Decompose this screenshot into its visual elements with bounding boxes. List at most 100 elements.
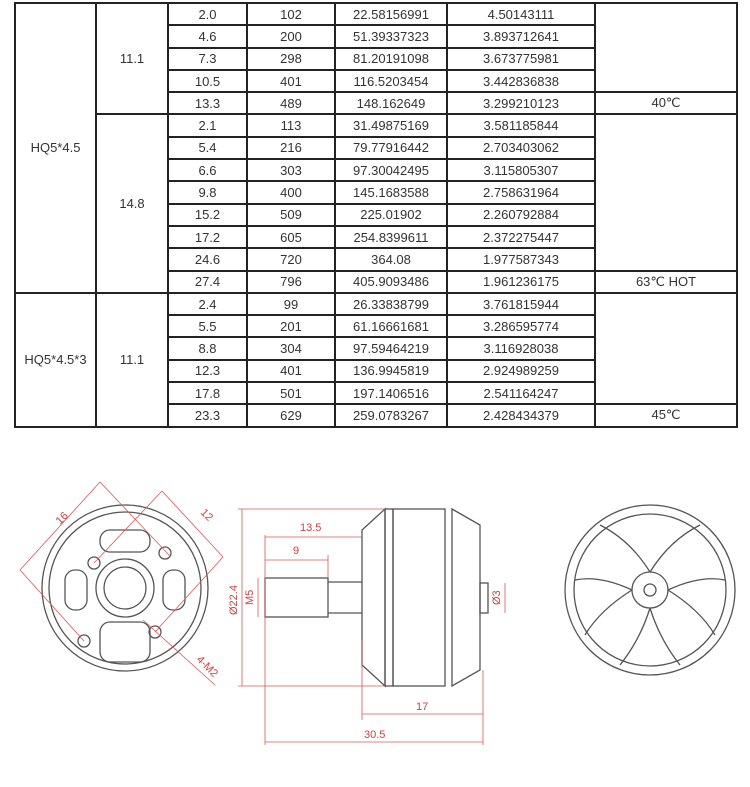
current-cell: 5.4 — [167, 135, 248, 161]
temperature-cell-empty — [594, 113, 738, 272]
current-cell: 9.8 — [167, 180, 248, 205]
power-cell: 405.9093486 — [334, 269, 448, 294]
power-cell: 259.0783267 — [334, 403, 448, 428]
power-cell: 136.9945819 — [334, 358, 448, 384]
efficiency-cell: 2.541164247 — [446, 381, 596, 406]
current-cell: 10.5 — [167, 68, 248, 94]
current-cell: 17.8 — [167, 381, 248, 406]
thrust-cell: 509 — [246, 202, 336, 227]
current-cell: 13.3 — [167, 91, 248, 116]
thrust-cell: 501 — [246, 381, 336, 406]
dim-diameter-label: Ø22.4 — [228, 585, 240, 615]
power-cell: 31.49875169 — [334, 113, 448, 138]
power-cell: 79.77916442 — [334, 135, 448, 161]
power-cell: 61.16661681 — [334, 314, 448, 339]
side-view: 13.5 9 Ø22.4 M5 Ø3 17 30.5 — [228, 507, 506, 745]
power-cell: 81.20191098 — [334, 46, 448, 71]
efficiency-cell: 2.372275447 — [446, 224, 596, 250]
propeller-model-cell: HQ5*4.5 — [14, 2, 97, 294]
efficiency-cell: 3.442836838 — [446, 68, 596, 94]
thrust-cell: 113 — [246, 113, 336, 138]
efficiency-cell: 3.286595774 — [446, 314, 596, 339]
power-cell: 116.5203454 — [334, 68, 448, 94]
power-cell: 97.30042495 — [334, 158, 448, 183]
power-cell: 148.162649 — [334, 91, 448, 116]
dim-12-label: 12 — [198, 507, 215, 524]
current-cell: 23.3 — [167, 403, 248, 428]
current-cell: 4.6 — [167, 24, 248, 49]
power-cell: 254.8399611 — [334, 224, 448, 250]
power-cell: 364.08 — [334, 247, 448, 272]
thrust-cell: 200 — [246, 24, 336, 49]
current-cell: 27.4 — [167, 269, 248, 294]
power-cell: 26.33838799 — [334, 291, 448, 317]
current-cell: 2.4 — [167, 291, 248, 317]
efficiency-cell: 2.428434379 — [446, 403, 596, 428]
thrust-cell: 720 — [246, 247, 336, 272]
current-cell: 2.0 — [167, 1, 248, 27]
thrust-cell: 304 — [246, 336, 336, 361]
dim-shaft-label: Ø3 — [491, 590, 503, 605]
thrust-cell: 489 — [246, 91, 336, 116]
thrust-cell: 401 — [246, 68, 336, 94]
temperature-cell-empty — [594, 291, 738, 406]
voltage-cell: 11.1 — [95, 291, 169, 428]
voltage-cell: 11.1 — [95, 1, 169, 116]
thrust-cell: 99 — [246, 291, 336, 317]
motor-technical-drawing: 16 12 4-M2 13.5 9 Ø22.4 M5 Ø3 17 30.5 — [19, 481, 736, 745]
front-view: 16 12 4-M2 — [19, 481, 224, 686]
temperature-cell: 40℃ — [594, 91, 738, 116]
dim-13-5-label: 13.5 — [300, 522, 321, 534]
voltage-cell: 14.8 — [95, 113, 169, 294]
current-cell: 17.2 — [167, 224, 248, 250]
dim-thread-label: M5 — [244, 590, 256, 605]
dim-9-label: 9 — [293, 545, 299, 557]
current-cell: 12.3 — [167, 358, 248, 384]
efficiency-cell: 1.977587343 — [446, 247, 596, 272]
efficiency-cell: 2.260792884 — [446, 202, 596, 227]
power-cell: 97.59464219 — [334, 336, 448, 361]
temperature-cell: 63℃ HOT — [594, 269, 738, 294]
power-cell: 197.1406516 — [334, 381, 448, 406]
current-cell: 8.8 — [167, 336, 248, 361]
current-cell: 2.1 — [167, 113, 248, 138]
rear-view — [564, 504, 736, 676]
efficiency-cell: 3.115805307 — [446, 158, 596, 183]
current-cell: 24.6 — [167, 247, 248, 272]
efficiency-cell: 3.116928038 — [446, 336, 596, 361]
dim-16-label: 16 — [54, 510, 71, 527]
thrust-cell: 796 — [246, 269, 336, 294]
dim-30-5-label: 30.5 — [364, 729, 385, 741]
current-cell: 15.2 — [167, 202, 248, 227]
efficiency-cell: 1.961236175 — [446, 269, 596, 294]
current-cell: 6.6 — [167, 158, 248, 183]
power-cell: 22.58156991 — [334, 1, 448, 27]
thrust-cell: 298 — [246, 46, 336, 71]
thrust-cell: 605 — [246, 224, 336, 250]
dim-holes-label: 4-M2 — [194, 654, 220, 680]
efficiency-cell: 3.581185844 — [446, 113, 596, 138]
power-cell: 51.39337323 — [334, 24, 448, 49]
efficiency-cell: 4.50143111 — [446, 1, 596, 27]
efficiency-cell: 2.758631964 — [446, 180, 596, 205]
propeller-model-cell: HQ5*4.5*3 — [14, 291, 97, 428]
thrust-cell: 102 — [246, 1, 336, 27]
thrust-cell: 303 — [246, 158, 336, 183]
